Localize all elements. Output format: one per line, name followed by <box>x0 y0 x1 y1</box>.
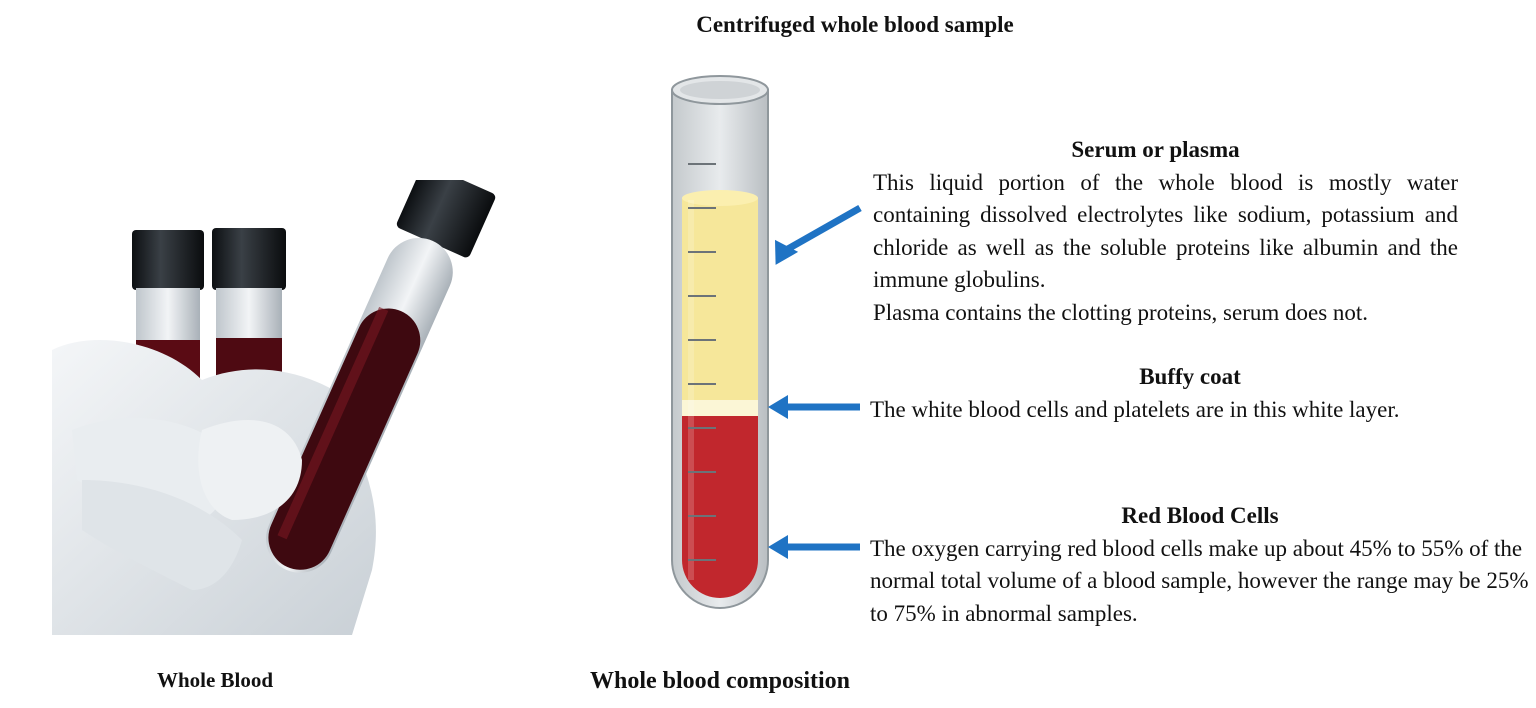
buffy-coat-heading: Buffy coat <box>1139 364 1241 389</box>
diagram-caption: Whole blood composition <box>589 668 851 694</box>
diagram-title: Centrifuged whole blood sample <box>696 12 1014 37</box>
whole-blood-photo <box>52 180 507 635</box>
plasma-heading: Serum or plasma <box>1071 137 1240 162</box>
red-blood-cells-heading: Red Blood Cells <box>1121 503 1279 528</box>
plasma-note: Plasma contains the clotting proteins, s… <box>873 299 1369 325</box>
buffy-coat-layer <box>682 400 758 416</box>
buffy-coat-description: Buffy coat The white blood cells and pla… <box>870 361 1510 426</box>
red-blood-cells-layer <box>682 416 758 598</box>
red-blood-cells-description: Red Blood Cells The oxygen carrying red … <box>870 500 1530 630</box>
plasma-layer <box>682 198 758 400</box>
plasma-arrow <box>784 204 862 254</box>
photo-caption: Whole Blood <box>156 668 274 692</box>
plasma-description: Serum or plasma This liquid portion of t… <box>873 134 1458 329</box>
red-blood-cells-text: The oxygen carrying red blood cells make… <box>870 535 1529 626</box>
layer-arrows <box>760 190 870 570</box>
centrifuged-tube <box>660 70 780 630</box>
buffy-coat-text: The white blood cells and platelets are … <box>870 396 1400 422</box>
plasma-text: This liquid portion of the whole blood i… <box>873 169 1458 293</box>
